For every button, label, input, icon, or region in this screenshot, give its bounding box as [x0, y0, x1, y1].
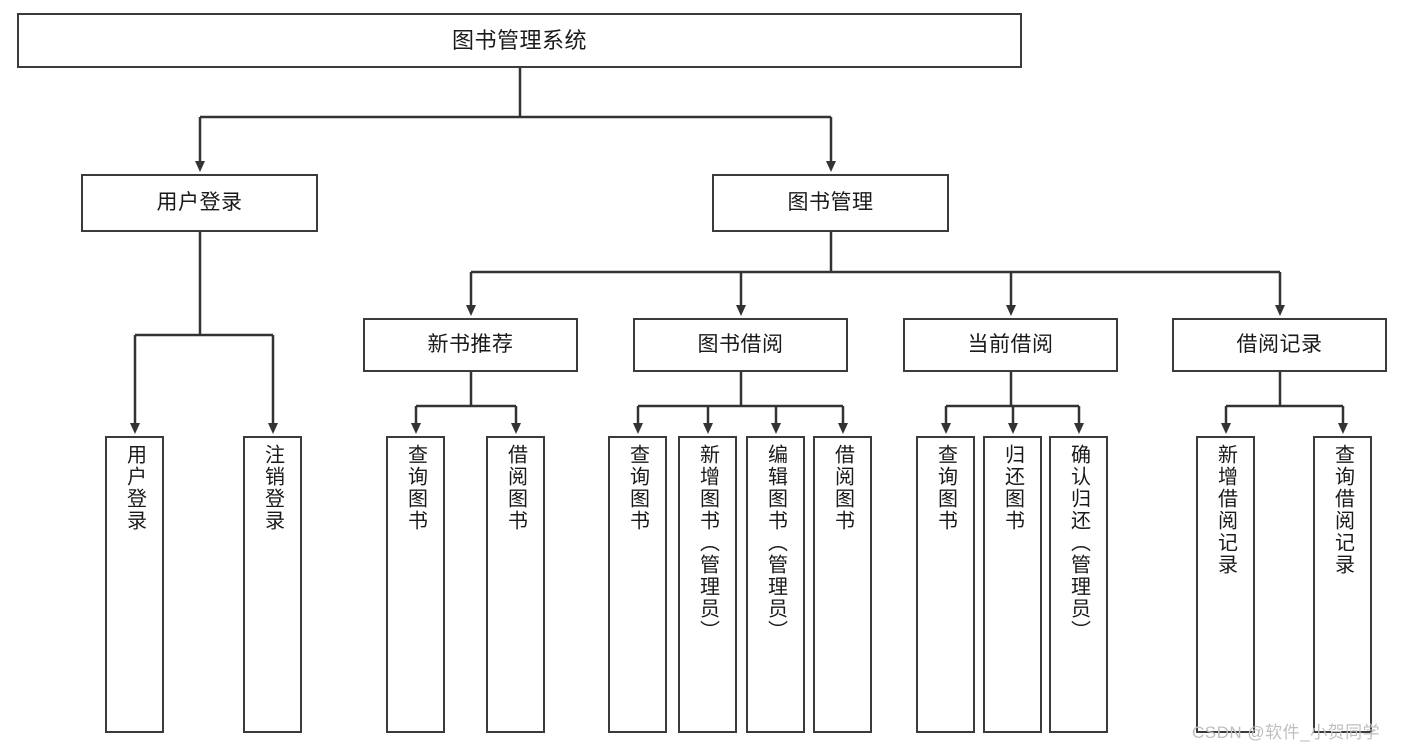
node-label: 查询图书 — [404, 444, 427, 532]
node-book-borrow[interactable]: 图书借阅 — [633, 318, 848, 372]
node-label: 注销登录 — [261, 444, 284, 532]
node-label: 借阅图书 — [504, 444, 527, 532]
node-leaf-query-record[interactable]: 查询借阅记录 — [1313, 436, 1372, 733]
node-leaf-borrow-book-new[interactable]: 借阅图书 — [486, 436, 545, 733]
node-leaf-user-logout[interactable]: 注销登录 — [243, 436, 302, 733]
node-leaf-return-book[interactable]: 归还图书 — [983, 436, 1042, 733]
node-label: 查询借阅记录 — [1331, 444, 1354, 576]
node-borrow-record[interactable]: 借阅记录 — [1172, 318, 1387, 372]
node-leaf-add-record[interactable]: 新增借阅记录 — [1196, 436, 1255, 733]
node-leaf-borrow-book[interactable]: 借阅图书 — [813, 436, 872, 733]
node-label: 新增图书（管理员） — [696, 444, 719, 642]
node-user-login[interactable]: 用户登录 — [81, 174, 318, 232]
node-label: 用户登录 — [156, 190, 243, 214]
node-label: 借阅记录 — [1236, 332, 1323, 356]
node-label: 新书推荐 — [427, 332, 514, 356]
node-leaf-query-book-cur[interactable]: 查询图书 — [916, 436, 975, 733]
node-label: 图书管理 — [787, 190, 874, 214]
node-leaf-query-book-new[interactable]: 查询图书 — [386, 436, 445, 733]
node-leaf-user-login[interactable]: 用户登录 — [105, 436, 164, 733]
node-label: 图书管理系统 — [451, 27, 587, 53]
node-label: 确认归还（管理员） — [1067, 444, 1090, 642]
node-label: 查询图书 — [626, 444, 649, 532]
node-leaf-query-book[interactable]: 查询图书 — [608, 436, 667, 733]
node-current-borrow[interactable]: 当前借阅 — [903, 318, 1118, 372]
node-label: 编辑图书（管理员） — [764, 444, 787, 642]
node-label: 用户登录 — [123, 444, 146, 532]
node-leaf-add-book-admin[interactable]: 新增图书（管理员） — [678, 436, 737, 733]
node-leaf-edit-book-admin[interactable]: 编辑图书（管理员） — [746, 436, 805, 733]
node-label: 查询图书 — [934, 444, 957, 532]
node-label: 借阅图书 — [831, 444, 854, 532]
node-leaf-confirm-return[interactable]: 确认归还（管理员） — [1049, 436, 1108, 733]
node-label: 新增借阅记录 — [1214, 444, 1237, 576]
node-label: 图书借阅 — [697, 332, 784, 356]
node-label: 当前借阅 — [967, 332, 1054, 356]
node-root[interactable]: 图书管理系统 — [17, 13, 1022, 68]
node-label: 归还图书 — [1001, 444, 1024, 532]
node-book-manage[interactable]: 图书管理 — [712, 174, 949, 232]
node-new-book-rec[interactable]: 新书推荐 — [363, 318, 578, 372]
